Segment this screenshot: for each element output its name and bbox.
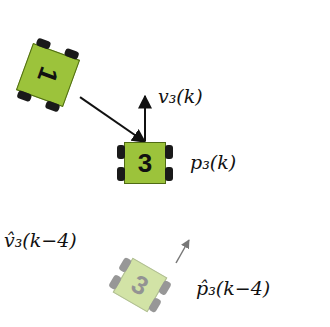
robot-wheel bbox=[64, 48, 80, 60]
robot-body: 1 bbox=[16, 43, 80, 107]
state-label: v₃(k) bbox=[158, 86, 203, 107]
robot-wheel bbox=[45, 100, 61, 112]
state-label: v̂₃(k−4) bbox=[4, 230, 77, 251]
robot-wheel bbox=[16, 90, 32, 102]
robot-number: 3 bbox=[138, 150, 152, 176]
robot-wheel bbox=[165, 167, 173, 181]
robot-number: 1 bbox=[33, 64, 62, 86]
robot-wheel bbox=[117, 145, 125, 159]
communication-arrow bbox=[80, 97, 145, 142]
robot-wheel bbox=[158, 280, 172, 296]
robot-wheel bbox=[36, 37, 52, 49]
robot-number: 3 bbox=[127, 270, 153, 300]
velocity-arrow bbox=[144, 96, 146, 141]
state-label: p₃(k) bbox=[190, 152, 236, 173]
robot-body: 3 bbox=[124, 142, 166, 184]
robot-wheel bbox=[118, 257, 132, 273]
robot-body: 3 bbox=[113, 258, 168, 313]
state-label: p̂₃(k−4) bbox=[196, 278, 270, 299]
robot-wheel bbox=[108, 274, 122, 290]
robot-wheel bbox=[117, 167, 125, 181]
estimated-velocity-arrow bbox=[176, 240, 189, 263]
robot-wheel bbox=[165, 145, 173, 159]
robot-wheel bbox=[148, 297, 162, 313]
